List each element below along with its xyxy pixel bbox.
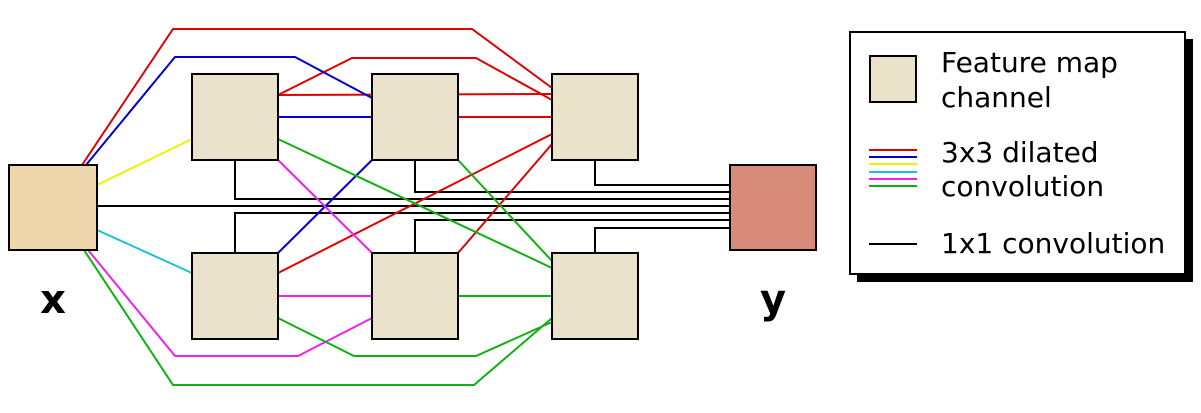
legend-feature-label-line2: channel xyxy=(941,81,1052,114)
legend-dilated-label-line1: 3x3 dilated xyxy=(941,136,1099,169)
magenta-line-top1-to-bot2 xyxy=(277,159,373,254)
feature-map-bot-1 xyxy=(191,252,279,340)
green-line-top2-to-bot3 xyxy=(457,159,553,262)
yellow-line-x-to-top1 xyxy=(96,138,193,186)
feature-map-top-1 xyxy=(191,73,279,161)
legend-pointwise-label: 1x1 convolution xyxy=(941,227,1165,260)
pointwise-line-bot-2 xyxy=(414,219,730,253)
pointwise-line-top-1 xyxy=(234,160,730,200)
magenta-line-x-to-bot2 xyxy=(87,249,373,357)
feature-map-bot-2 xyxy=(371,252,459,340)
green-line-x-to-bot3 xyxy=(83,249,553,386)
legend-feature-label-line1: Feature map xyxy=(941,46,1118,79)
pointwise-line-bot-3 xyxy=(594,227,730,253)
output-label: y xyxy=(760,277,786,323)
feature-map-top-2 xyxy=(371,73,459,161)
legend: Feature map channel 3x3 dilated convolut… xyxy=(849,31,1193,282)
pointwise-line-bot-1 xyxy=(234,212,730,253)
blue-line-x-to-top2 xyxy=(85,56,373,166)
legend-dilated-swatch xyxy=(869,149,917,187)
input-node xyxy=(8,164,98,251)
red-line-x-to-top3 xyxy=(81,28,553,166)
green-line-top1-to-bot3 xyxy=(277,138,553,269)
pointwise-line-top-2 xyxy=(414,160,730,193)
nodes xyxy=(8,73,817,340)
feature-map-bot-3 xyxy=(551,252,639,340)
feature-map-top-3 xyxy=(551,73,639,161)
red-line-bot2-to-top3 xyxy=(457,143,553,254)
pointwise-line-top-3 xyxy=(594,160,730,186)
legend-dilated-label-line2: convolution xyxy=(941,170,1104,203)
input-label: x xyxy=(40,277,66,323)
output-node xyxy=(729,164,817,251)
cyan-line-x-to-bot1 xyxy=(96,229,193,274)
legend-feature-swatch xyxy=(869,55,917,103)
green-line-bot1-to-bot3 xyxy=(277,317,553,357)
dilated-connections xyxy=(81,28,553,386)
pointwise-connections xyxy=(97,160,730,253)
red-line-top1-to-top3-upper xyxy=(277,57,553,101)
